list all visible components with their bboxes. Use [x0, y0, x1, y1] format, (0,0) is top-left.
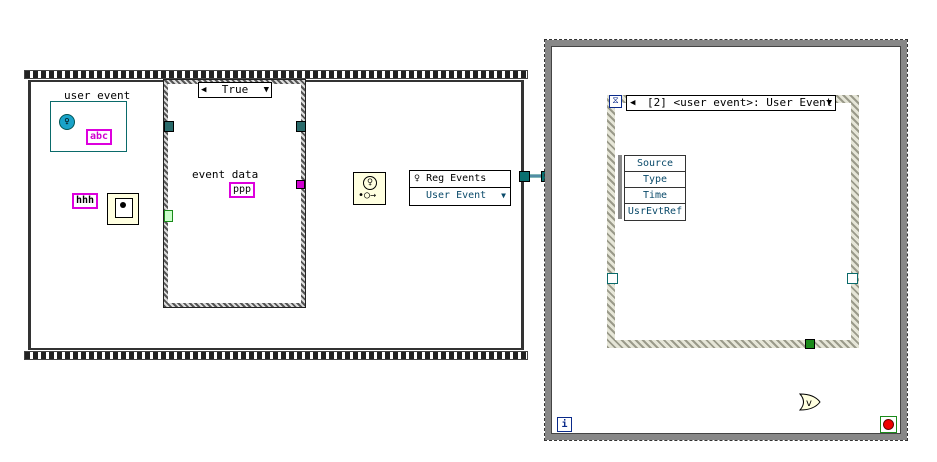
- register-dropdown-icon[interactable]: ▼: [501, 191, 506, 200]
- event-data-item[interactable]: Source: [625, 156, 685, 172]
- string-tunnel: [296, 180, 305, 189]
- event-data-constant[interactable]: ppp: [229, 182, 256, 198]
- event-data-item[interactable]: Time: [625, 188, 685, 204]
- event-stop-tunnel: [805, 339, 815, 349]
- register-title: Reg Events: [426, 173, 487, 184]
- dynamic-event-terminal-left: [607, 273, 618, 284]
- case-selector[interactable]: ◀ True ▼: [198, 82, 272, 98]
- film-bottom: [24, 351, 528, 360]
- event-selector[interactable]: ◀ [2] <user event>: User Event ▼: [626, 95, 836, 111]
- user-event-icon: ♀: [59, 114, 75, 130]
- event-selector-label: [2] <user event>: User Event: [647, 96, 833, 109]
- register-icon: ♀: [414, 173, 421, 184]
- stop-icon: [883, 419, 894, 430]
- event-data-item[interactable]: UsrEvtRef: [627, 206, 683, 217]
- event-structure-border: [607, 95, 859, 348]
- event-structure[interactable]: [607, 95, 859, 348]
- sequence-tunnel: [519, 171, 530, 182]
- cluster-string[interactable]: abc: [86, 129, 113, 145]
- svg-text:v: v: [806, 398, 812, 409]
- film-top: [24, 70, 528, 79]
- dynamic-event-terminal-right: [847, 273, 858, 284]
- arrow-icon: •○→: [358, 190, 377, 201]
- cluster-constant[interactable]: ♀ abc: [50, 101, 127, 152]
- loop-inner: [551, 46, 901, 434]
- unbundle-grip: [618, 155, 622, 219]
- create-event-icon: ♀: [363, 176, 377, 190]
- selector-value: True: [221, 83, 249, 96]
- event-data-item[interactable]: Type: [625, 172, 685, 188]
- event-prev-icon[interactable]: ◀: [630, 98, 636, 108]
- dialog-icon[interactable]: [107, 193, 139, 225]
- stop-terminal[interactable]: [880, 416, 897, 433]
- event-data-label: event data: [192, 168, 259, 181]
- cluster-label: user event: [64, 89, 131, 102]
- register-item[interactable]: User Event: [426, 190, 487, 201]
- timeout-icon[interactable]: ⧖: [609, 95, 622, 108]
- case-tunnel-in: [164, 121, 174, 132]
- event-dropdown-icon[interactable]: ▼: [826, 98, 832, 108]
- event-data-node[interactable]: Source Type Time UsrEvtRef: [624, 155, 686, 221]
- hhh-constant[interactable]: hhh: [72, 193, 99, 209]
- create-user-event-node[interactable]: ♀ •○→: [353, 172, 386, 205]
- decrement-arrow-icon[interactable]: ◀: [201, 85, 207, 95]
- dropdown-arrow-icon[interactable]: ▼: [263, 85, 269, 95]
- register-events-node[interactable]: ♀ Reg Events User Event ▼: [409, 170, 511, 206]
- selector-terminal: [164, 210, 173, 222]
- case-tunnel-out: [296, 121, 306, 132]
- iteration-terminal: i: [557, 417, 572, 432]
- or-gate-icon[interactable]: v: [798, 393, 822, 411]
